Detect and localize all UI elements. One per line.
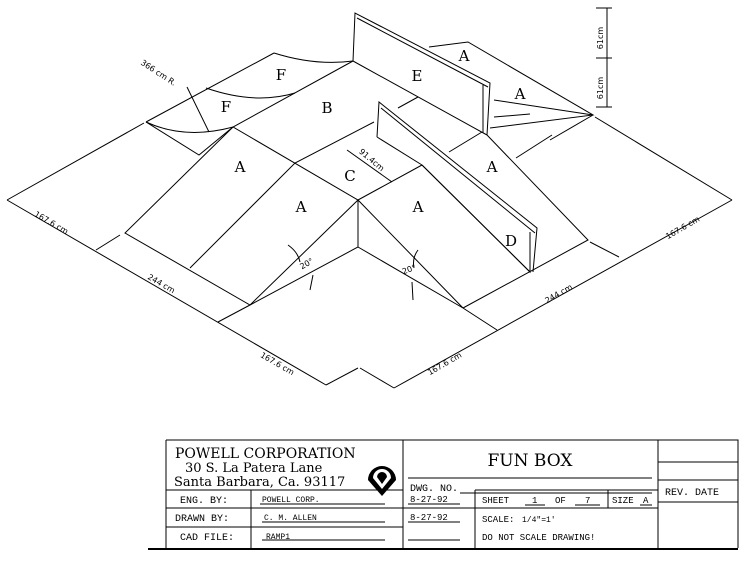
size-value: A: [643, 496, 649, 506]
panel-a-front-right: A: [412, 198, 424, 216]
drawing-title: FUN BOX: [488, 451, 574, 471]
size-label: SIZE: [612, 496, 634, 506]
dim-left-back: 167.6 cm: [33, 210, 70, 237]
dim-right-back: 167.6 cm: [664, 214, 701, 241]
angle-left: 20°: [298, 256, 315, 271]
eng-by-label: ENG. BY:: [180, 496, 228, 507]
powell-logo-icon: [368, 466, 396, 496]
panel-b: B: [321, 99, 332, 117]
of-label: OF: [555, 496, 566, 506]
sheet-label: SHEET: [482, 496, 510, 506]
panel-a-right: A: [486, 158, 498, 176]
drawn-date: 8-27-92: [410, 513, 448, 523]
panel-a-back-top: A: [458, 47, 470, 65]
sheet-number: 1: [532, 496, 537, 506]
company-address-1: 30 S. La Patera Lane: [185, 461, 323, 476]
title-block: POWELL CORPORATION 30 S. La Patera Lane …: [148, 439, 739, 550]
cad-file-value: RAMP1: [266, 533, 290, 542]
dim-right-mid: 244 cm: [544, 282, 575, 305]
scale-value: 1/4"=1': [522, 516, 556, 525]
dimension-lines: [6, 7, 733, 389]
dim-right-front: 167.6 cm: [426, 350, 463, 377]
do-not-scale-note: DO NOT SCALE DRAWING!: [482, 533, 595, 543]
angle-right: 20°: [401, 263, 417, 276]
cad-file-label: CAD FILE:: [180, 533, 234, 544]
panel-d: D: [505, 232, 517, 250]
panel-e: E: [412, 67, 423, 85]
dim-height-lower: 61cm: [596, 77, 605, 100]
sheet-total: 7: [585, 496, 590, 506]
panel-a-front-left: A: [295, 198, 307, 216]
panel-a-back-right: A: [514, 85, 526, 103]
panel-f-left: F: [221, 98, 231, 116]
ramp-outline: [124, 12, 595, 309]
radius-label: 366 cm R.: [139, 58, 178, 88]
panel-a-left: A: [234, 158, 246, 176]
eng-by-value: POWELL CORP.: [262, 496, 320, 505]
drawn-by-value: C. M. ALLEN: [264, 514, 317, 523]
company-address-2: Santa Barbara, Ca. 93117: [174, 475, 345, 490]
dimension-labels: 366 cm R. 167.6 cm 244 cm 167.6 cm 167.6…: [33, 27, 702, 378]
dwg-no-label: DWG. NO.: [410, 484, 458, 495]
dim-height-upper: 61cm: [596, 27, 605, 50]
dim-left-mid: 244 cm: [146, 272, 177, 295]
scale-label: SCALE:: [482, 515, 514, 525]
eng-date: 8-27-92: [410, 495, 448, 505]
panel-labels: F F B E A A A C A A A D: [221, 47, 526, 250]
panel-f-top: F: [276, 66, 286, 84]
drawn-by-label: DRAWN BY:: [175, 514, 229, 525]
company-name: POWELL CORPORATION: [175, 446, 356, 462]
rev-date-label: REV. DATE: [665, 488, 719, 499]
panel-c: C: [344, 167, 355, 185]
